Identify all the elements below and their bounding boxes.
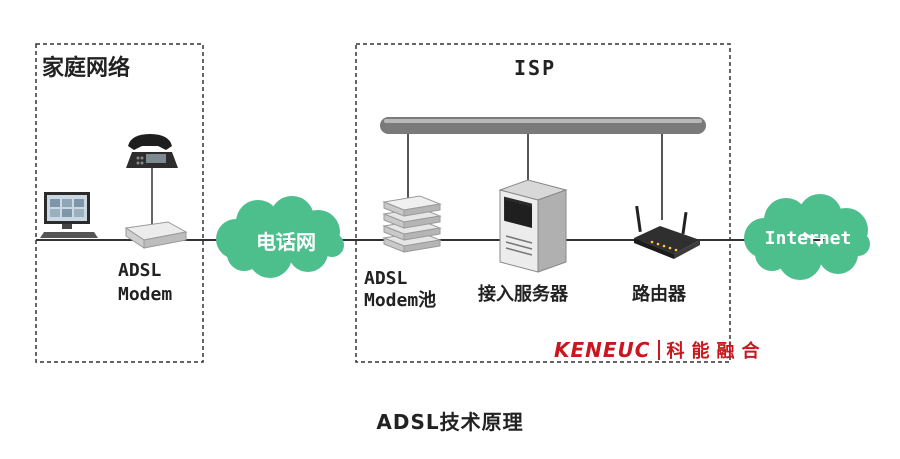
adsl-modem-label-line2: Modem [118, 284, 173, 305]
brand-latin-text: KENEUC [554, 338, 651, 362]
internet-cloud [744, 194, 870, 280]
isp-boundary [355, 43, 731, 363]
modem-pool-icon [382, 195, 442, 253]
telephone-icon [126, 134, 178, 168]
router-icon [634, 205, 700, 259]
figure-caption: ADSL技术原理 [376, 410, 524, 434]
adsl-modem-icon [124, 221, 188, 249]
isp-backbone-bus [380, 117, 706, 220]
internet-label: Internet [764, 228, 852, 249]
brand-separator [658, 340, 661, 360]
phone-network-label: 电话网 [256, 230, 316, 254]
router-label: 路由器 [632, 284, 686, 305]
access-server-label: 接入服务器 [478, 284, 568, 305]
home-network-title: 家庭网络 [42, 56, 131, 81]
home-network-boundary [35, 43, 204, 363]
access-server-icon [498, 179, 568, 273]
brand-watermark: KENEUC 科能融合 [554, 337, 766, 363]
modem-pool-label-line1: ADSL [364, 268, 408, 289]
brand-chinese-text: 科能融合 [666, 341, 767, 362]
adsl-modem-label-line1: ADSL [118, 260, 162, 281]
isp-title: ISP [514, 56, 557, 80]
modem-pool-label-line2: Modem池 [364, 290, 437, 311]
phone-network-cloud [216, 196, 344, 278]
computer-icon [40, 192, 98, 238]
